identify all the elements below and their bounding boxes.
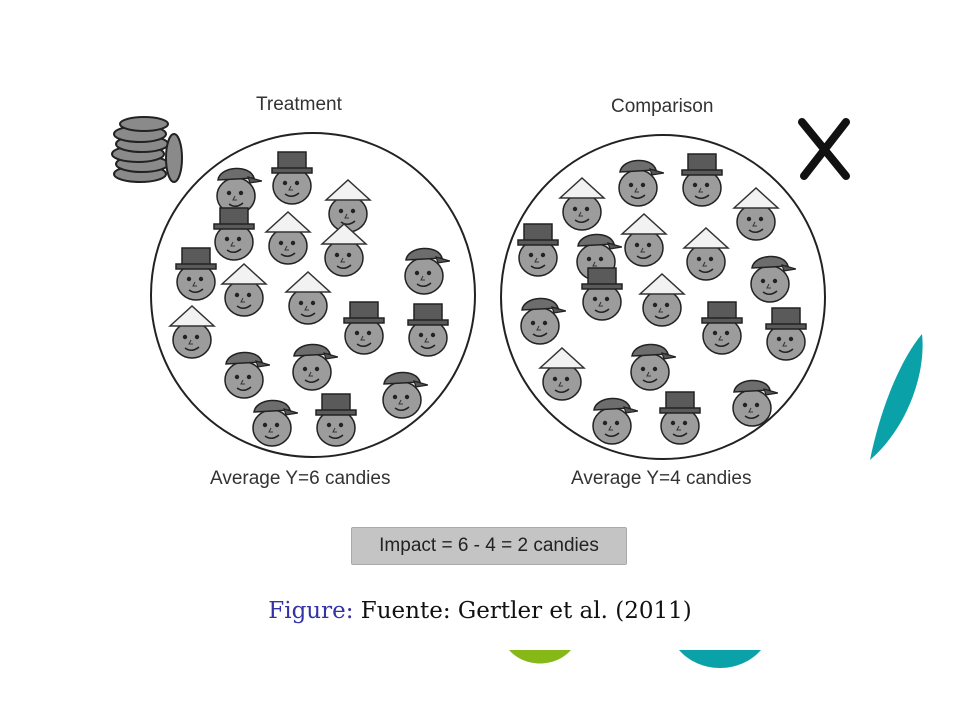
child-face-cap bbox=[218, 344, 271, 400]
comparison-average: Average Y=4 candies bbox=[571, 468, 752, 489]
caption-text: Fuente: Gertler et al. (2011) bbox=[360, 598, 692, 624]
impact-text: Impact = 6 - 4 = 2 candies bbox=[379, 535, 599, 556]
child-face-cone bbox=[680, 226, 732, 282]
child-face-top bbox=[266, 150, 318, 206]
child-face-top bbox=[696, 300, 748, 356]
child-face-cap bbox=[376, 364, 429, 420]
impact-box: Impact = 6 - 4 = 2 candies bbox=[351, 527, 627, 565]
child-face-top bbox=[676, 152, 728, 208]
child-face-top bbox=[208, 206, 260, 262]
green-blob-decoration bbox=[509, 650, 571, 664]
child-face-cap bbox=[744, 248, 797, 304]
child-face-cap bbox=[612, 152, 665, 208]
child-face-cone bbox=[536, 346, 588, 402]
child-face-cap bbox=[624, 336, 677, 392]
child-face-cap bbox=[726, 372, 779, 428]
figure-caption: Figure: Fuente: Gertler et al. (2011) bbox=[0, 598, 960, 624]
child-face-cap bbox=[286, 336, 339, 392]
child-face-top bbox=[170, 246, 222, 302]
child-face-top bbox=[338, 300, 390, 356]
child-face-cone bbox=[636, 272, 688, 328]
child-face-cone bbox=[262, 210, 314, 266]
child-face-cone bbox=[556, 176, 608, 232]
child-face-cap bbox=[586, 390, 639, 446]
child-face-cap bbox=[398, 240, 451, 296]
child-face-top bbox=[310, 392, 362, 448]
teal-blob-decoration bbox=[679, 650, 761, 668]
coin-stack-icon bbox=[111, 116, 183, 183]
child-face-top bbox=[654, 390, 706, 446]
child-face-top bbox=[402, 302, 454, 358]
child-face-top bbox=[576, 266, 628, 322]
child-face-cone bbox=[218, 262, 270, 318]
comparison-title: Comparison bbox=[611, 96, 714, 117]
child-face-cone bbox=[166, 304, 218, 360]
child-face-cone bbox=[618, 212, 670, 268]
child-face-cap bbox=[246, 392, 299, 448]
caption-label: Figure: bbox=[268, 598, 354, 624]
child-face-cap bbox=[514, 290, 567, 346]
child-face-cone bbox=[730, 186, 782, 242]
teal-leaf-decoration bbox=[870, 334, 923, 460]
child-face-top bbox=[512, 222, 564, 278]
treatment-title: Treatment bbox=[256, 94, 342, 115]
treatment-average: Average Y=6 candies bbox=[210, 468, 391, 489]
child-face-top bbox=[760, 306, 812, 362]
child-face-cone bbox=[282, 270, 334, 326]
x-mark-icon bbox=[798, 118, 850, 180]
child-face-cone bbox=[318, 222, 370, 278]
child-face-cone bbox=[322, 178, 374, 234]
